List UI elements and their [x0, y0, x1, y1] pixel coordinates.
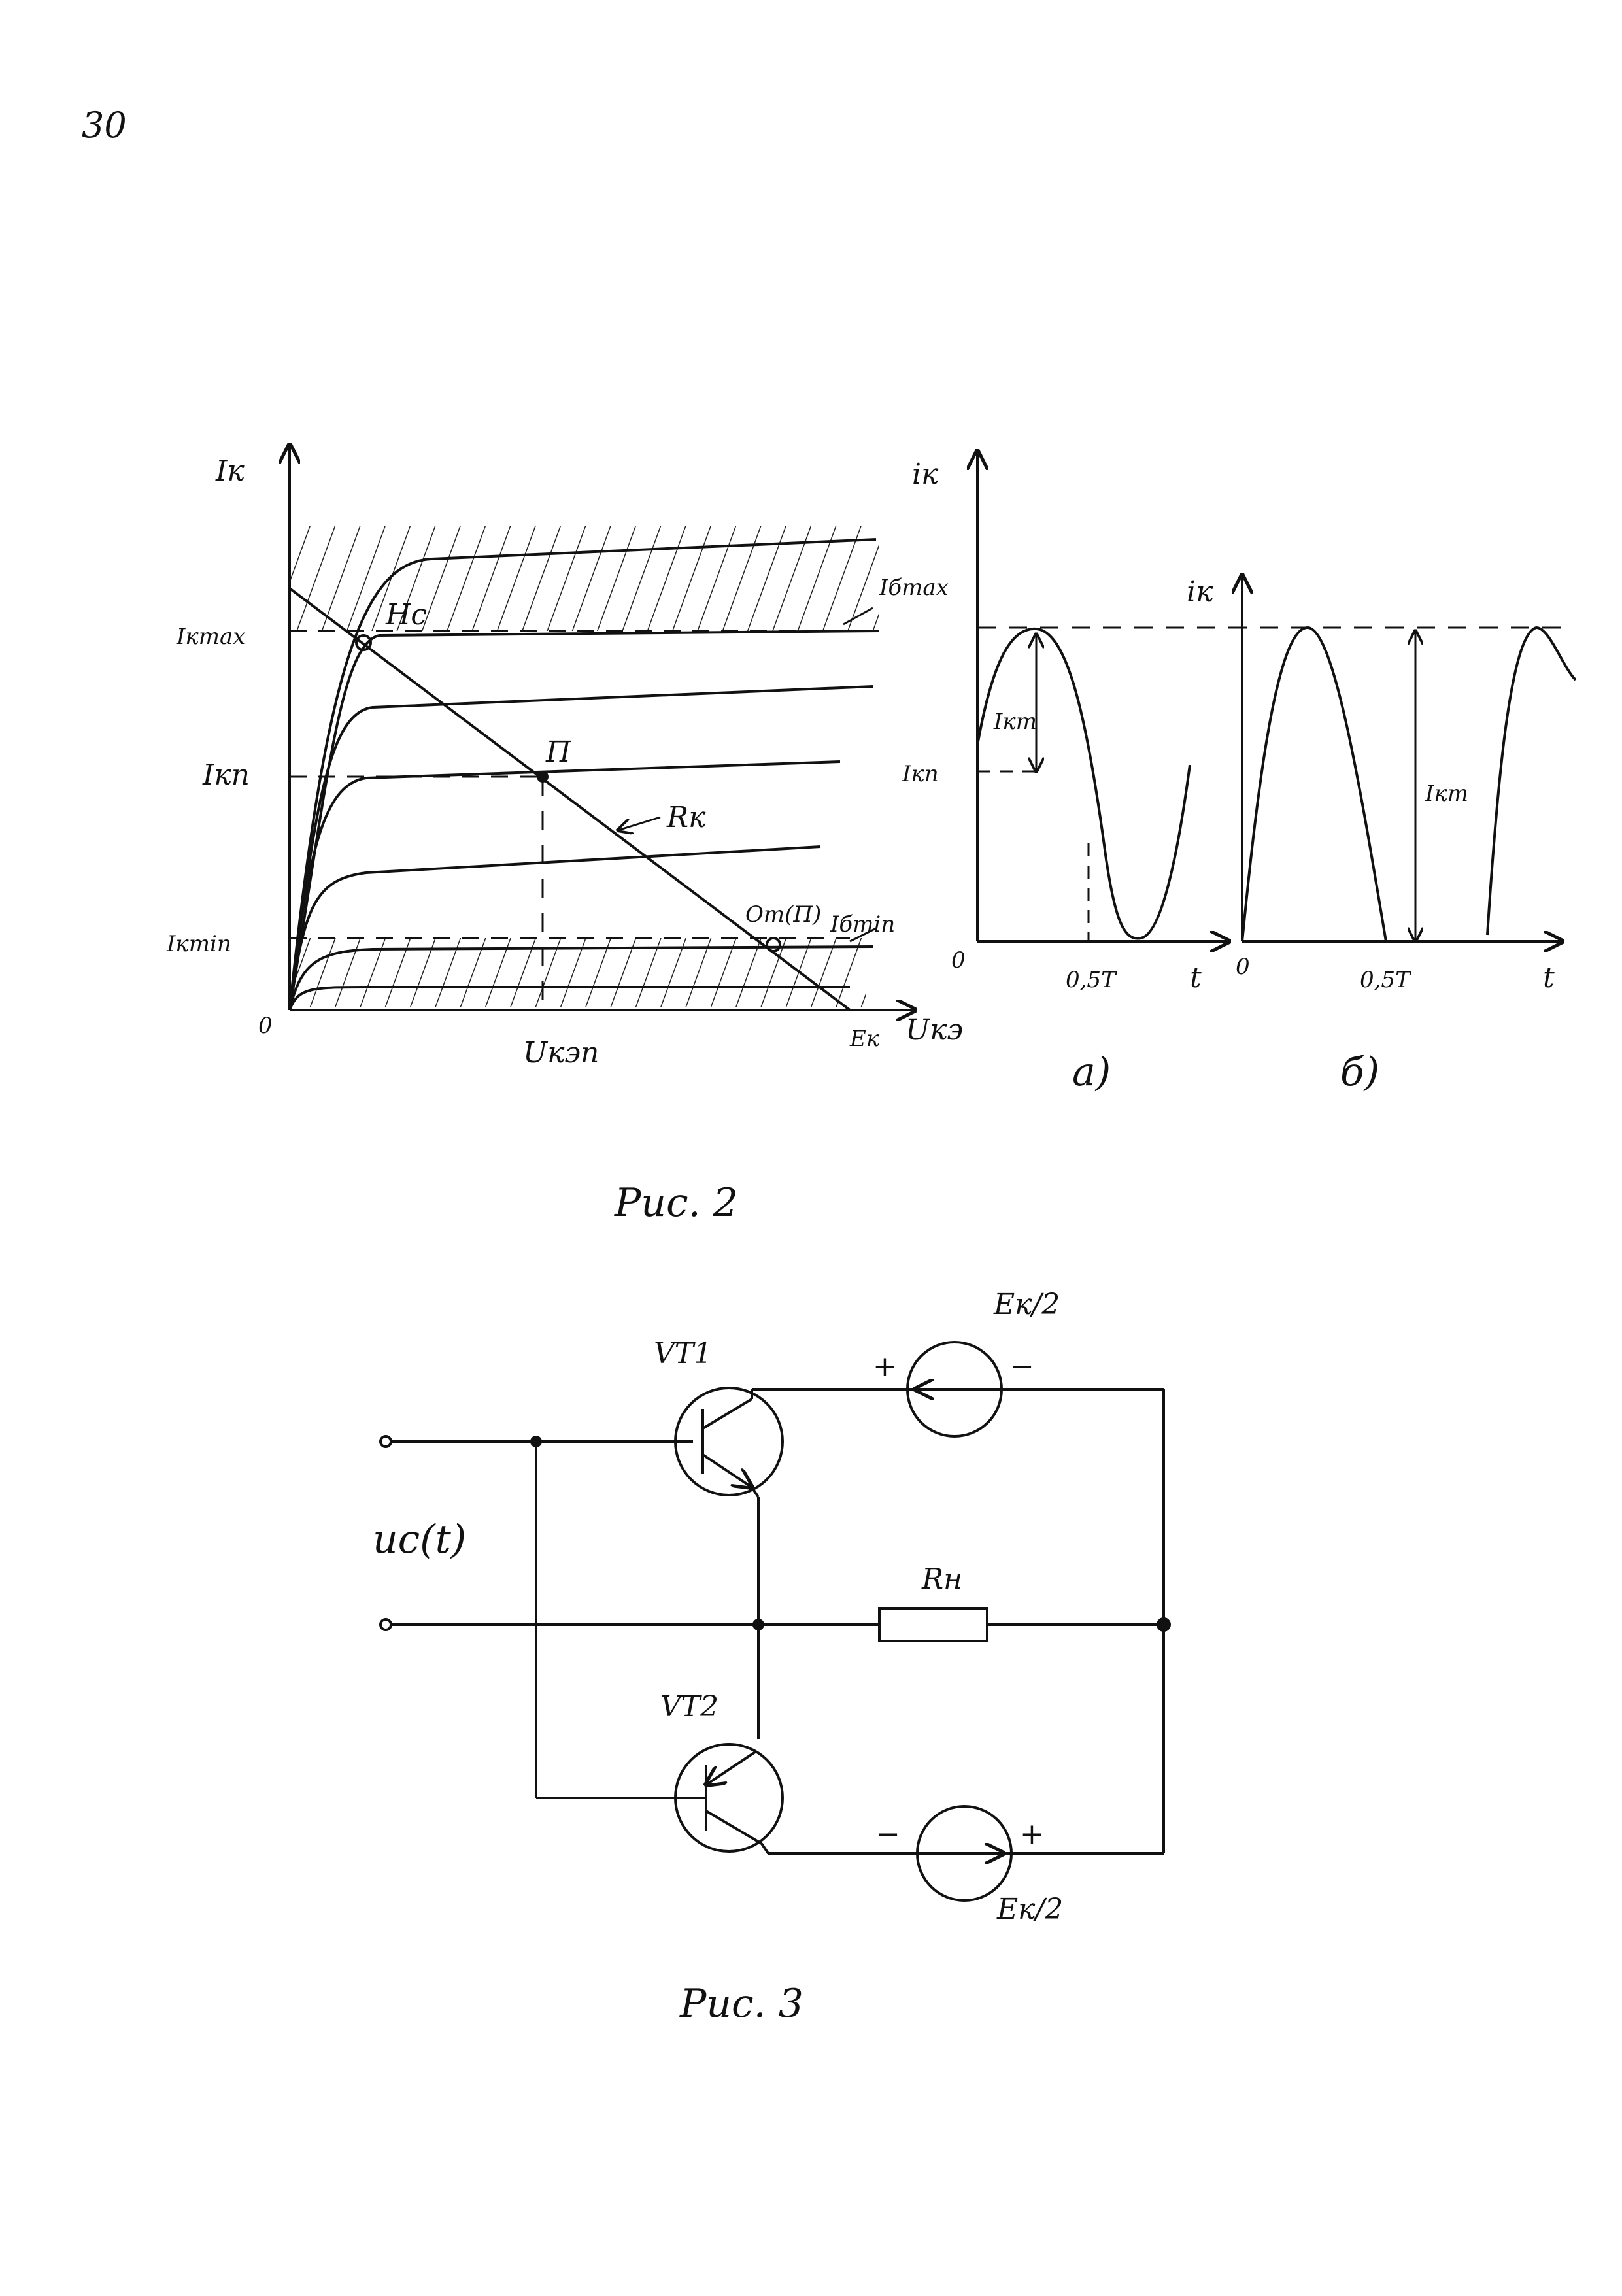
- vt1-emitter: [701, 1453, 752, 1487]
- curve-ib-zero: [288, 986, 850, 1011]
- curve-ib-max: [288, 630, 880, 1011]
- curve-ib-2: [288, 760, 841, 1011]
- wire-vt2-collector: [760, 1842, 769, 1855]
- curve-ib-1: [288, 845, 821, 1011]
- input-terminal-bottom: [379, 1618, 392, 1631]
- half-period-label-a: 0,5T: [1066, 967, 1117, 993]
- load-resistor-rn: [878, 1607, 988, 1642]
- ik-axis-label: Iк: [215, 454, 245, 488]
- input-terminal-top: [379, 1435, 392, 1448]
- source-bottom-body: [916, 1805, 1013, 1902]
- ikmin-label: Iкmin: [166, 931, 231, 957]
- time-diagram-a: [977, 451, 1563, 941]
- source-bottom-label: Eк/2: [996, 1893, 1063, 1926]
- source-bottom-minus: −: [876, 1817, 900, 1851]
- t-axis-label-b: t: [1543, 961, 1555, 994]
- vt1-label: VT1: [654, 1337, 712, 1370]
- uke-axis-label: Uкэ: [905, 1013, 963, 1047]
- curve-ib-min: [288, 945, 873, 1011]
- point-ot-marker: [766, 937, 781, 953]
- origin-label-b: 0: [1236, 954, 1250, 980]
- panel-a-caption: а): [1072, 1049, 1111, 1095]
- vt1-collector: [701, 1398, 753, 1430]
- source-top-body: [906, 1341, 1003, 1438]
- ukep-label: Uкэп: [523, 1036, 599, 1070]
- vt2-label: VT2: [660, 1690, 718, 1723]
- ik-axis-label-b: iк: [1187, 575, 1213, 609]
- rk-label: Rк: [666, 801, 706, 834]
- ibmax-pointer: [843, 607, 873, 626]
- vt2-emitter: [706, 1751, 756, 1785]
- source-top-label: Eк/2: [993, 1288, 1060, 1321]
- input-voltage-label: uc(t): [373, 1517, 466, 1562]
- ibmin-pointer: [849, 927, 877, 943]
- node-load-right: [1157, 1617, 1171, 1632]
- origin-label-a: 0: [951, 947, 966, 973]
- t-axis-label-a: t: [1190, 961, 1202, 994]
- load-label: Rн: [921, 1562, 962, 1596]
- load-line-rk: [288, 587, 851, 1011]
- output-characteristics-graph: [290, 445, 915, 1010]
- ikm-label-a: Iкm: [993, 709, 1037, 735]
- ik-axis-label-a: iк: [912, 458, 939, 491]
- push-pull-circuit: [379, 1341, 1171, 1902]
- ikp-label-a: Iкп: [902, 761, 939, 787]
- origin-label: 0: [258, 1013, 273, 1039]
- point-p-marker: [537, 771, 549, 783]
- collector-current-waveform-b-2: [1486, 626, 1577, 936]
- ikp-label: Iкп: [202, 758, 250, 792]
- ek-label: Eк: [849, 1026, 880, 1052]
- source-bottom-plus: +: [1020, 1817, 1044, 1851]
- panel-b-caption: б): [1340, 1049, 1379, 1095]
- wire-vt1-emitter: [751, 1486, 760, 1498]
- ikmax-label: Iкmax: [176, 624, 245, 650]
- half-period-label-b: 0,5T: [1360, 967, 1411, 993]
- point-ot-label: Oт(П): [745, 902, 821, 928]
- ibmin-label: Iбmin: [830, 911, 895, 937]
- ikm-label-b: Iкm: [1425, 781, 1468, 807]
- vt1-transistor-body: [674, 1387, 784, 1496]
- point-p-label: П: [545, 735, 572, 769]
- source-top-minus: −: [1010, 1350, 1034, 1383]
- vt2-transistor-body: [674, 1743, 784, 1853]
- point-hc-label: Нс: [385, 598, 427, 632]
- collector-current-waveform-a: [976, 627, 1191, 940]
- figure2-caption: Рис. 2: [614, 1180, 738, 1226]
- collector-current-waveform-b-1: [1241, 626, 1387, 942]
- rk-pointer-arrow: [618, 816, 661, 830]
- figure3-caption: Рис. 3: [679, 1981, 803, 2027]
- time-diagram-b: [1241, 575, 1577, 942]
- curve-ib-top: [288, 538, 877, 1011]
- vt2-collector: [705, 1810, 763, 1845]
- page-number: 30: [82, 105, 127, 146]
- point-hc-marker: [355, 634, 372, 651]
- source-top-plus: +: [873, 1350, 897, 1383]
- ibmax-label: Iбmax: [879, 575, 949, 601]
